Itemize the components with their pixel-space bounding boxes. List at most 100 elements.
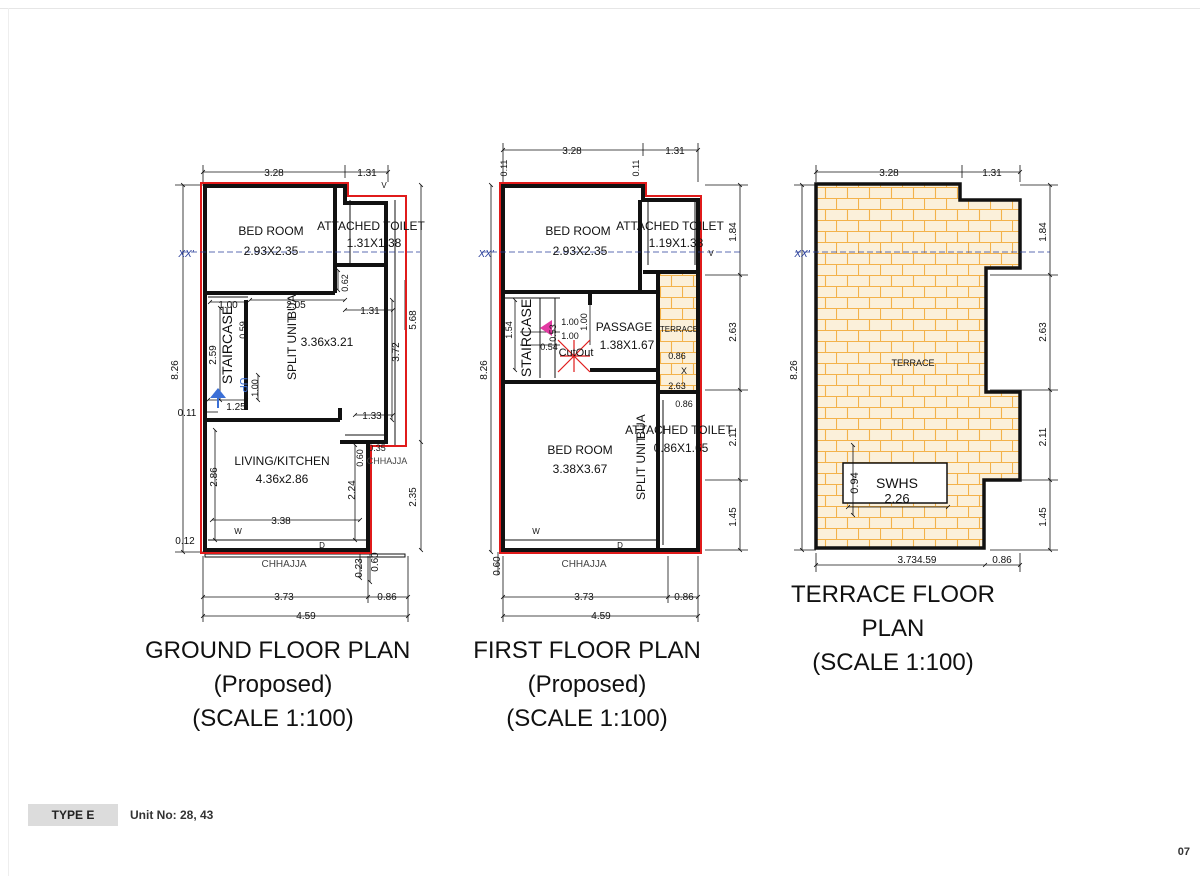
dim-label: 0.53 bbox=[548, 324, 558, 342]
dim-label: 0.86 bbox=[668, 351, 686, 361]
title-line: (Proposed) bbox=[527, 671, 647, 698]
dim-label: 1.31 bbox=[982, 168, 1002, 179]
room-label: ATTACHED TOILET bbox=[317, 219, 425, 233]
unit-number: Unit No: 28, 43 bbox=[130, 808, 214, 822]
room-label: BED ROOM bbox=[545, 224, 610, 238]
room-size: 2.93X2.35 bbox=[244, 244, 299, 258]
room-label: ATTACHED TOILET bbox=[625, 423, 733, 437]
first-floor-plan bbox=[482, 143, 748, 622]
dim-label: 0.62 bbox=[340, 274, 350, 292]
room-label: LIVING/KITCHEN bbox=[234, 454, 329, 468]
ground-labels: 3.28 1.31 8.26 5.68 2.35 3.73 0.86 4.59 … bbox=[170, 168, 426, 622]
dim-label: 1.45 bbox=[728, 507, 739, 527]
room-label: ATTACHED TOILET bbox=[616, 219, 724, 233]
title-line: (SCALE 1:100) bbox=[506, 705, 668, 732]
dim-label: 0.12 bbox=[175, 536, 195, 547]
room-size: 4.36x2.86 bbox=[256, 472, 309, 486]
dim-label: 2.05 bbox=[286, 300, 306, 311]
dim-label: 3.28 bbox=[562, 146, 582, 157]
first-stair-arrow-icon bbox=[540, 320, 552, 336]
room-size: 1.19X1.38 bbox=[649, 236, 704, 250]
terrace-label: TERRACE bbox=[891, 358, 934, 368]
dim-label: 3.28 bbox=[264, 168, 284, 179]
dim-label: 1.00 bbox=[218, 300, 238, 311]
terrace-floor-plan bbox=[794, 165, 1058, 572]
dim-label: 4.59 bbox=[591, 611, 611, 622]
dim-label: 1.31 bbox=[360, 306, 380, 317]
title-line: (SCALE 1:100) bbox=[192, 705, 354, 732]
dim-label: 8.26 bbox=[789, 360, 800, 380]
dim-label: 5.68 bbox=[408, 310, 419, 330]
ground-floor-title: GROUND FLOOR PLAN (Proposed) (SCALE 1:10… bbox=[145, 634, 410, 736]
chhajja-label: CHHAJJA bbox=[561, 559, 606, 570]
door-label: D bbox=[617, 541, 623, 550]
dim-label: 1.33 bbox=[362, 411, 382, 422]
dim-label: 4.59 bbox=[296, 611, 316, 622]
dim-label: 0.11 bbox=[499, 160, 509, 177]
room-label: BED ROOM bbox=[547, 443, 612, 457]
terrace-floor-title: TERRACE FLOOR PLAN (SCALE 1:100) bbox=[790, 578, 996, 680]
dim-label: 0.86 bbox=[674, 592, 694, 603]
dim-label: 0.11 bbox=[631, 160, 641, 177]
dim-label: 1.54 bbox=[504, 321, 514, 339]
dim-label: 1.84 bbox=[728, 222, 739, 242]
vent-label: V bbox=[708, 249, 714, 258]
dim-label: 1.00 bbox=[561, 317, 579, 327]
dim-label: 0.60 bbox=[355, 449, 365, 467]
dim-label: 0.11 bbox=[178, 408, 197, 419]
page-number: 07 bbox=[1177, 846, 1190, 858]
dim-label: 0.59 bbox=[238, 321, 248, 339]
door-label: D bbox=[319, 541, 325, 550]
title-line: (Proposed) bbox=[213, 671, 333, 698]
dim-label: 3.734.59 bbox=[898, 555, 937, 566]
section-label: XX' bbox=[177, 249, 194, 260]
cutout-label: CutOut bbox=[559, 347, 594, 359]
first-dimension-lines bbox=[488, 143, 748, 622]
room-label: SPLIT UNIT bbox=[634, 435, 648, 500]
dim-label: 0.35 bbox=[368, 443, 386, 453]
ground-stair-arrow-icon bbox=[210, 388, 226, 398]
stair-up-label: UP bbox=[237, 377, 249, 392]
dim-label: 1.00 bbox=[250, 379, 260, 397]
dim-label: 0.54 bbox=[540, 342, 558, 352]
title-line: FIRST FLOOR PLAN bbox=[473, 637, 701, 664]
dim-label: 3.28 bbox=[879, 168, 899, 179]
ground-inner-lines bbox=[204, 200, 406, 558]
dim-label: 1.45 bbox=[1038, 507, 1049, 527]
dim-label: 0.86 bbox=[675, 399, 693, 409]
ground-walls bbox=[203, 184, 388, 552]
terrace-outline bbox=[814, 182, 1022, 550]
room-label: BUA bbox=[634, 414, 648, 439]
window-label: W bbox=[532, 527, 540, 536]
swhs-box bbox=[842, 462, 948, 504]
terrace-dimension-lines bbox=[794, 165, 1058, 572]
chhajja-label: CHHAJJA bbox=[367, 456, 408, 466]
first-labels: 3.28 1.31 0.11 0.11 8.26 1.84 2.63 2.11 … bbox=[477, 146, 739, 622]
dim-label: 8.26 bbox=[170, 360, 181, 380]
top-border bbox=[0, 8, 1200, 9]
left-border bbox=[8, 8, 9, 876]
dim-label: 3.73 bbox=[274, 592, 294, 603]
room-size: 3.36x3.21 bbox=[301, 335, 354, 349]
dim-label: 2.59 bbox=[208, 345, 219, 365]
dim-label: 2.24 bbox=[347, 480, 358, 500]
ground-floor-plan bbox=[175, 165, 424, 622]
dim-label: 2.63 bbox=[668, 381, 686, 391]
room-size: 2.93X2.35 bbox=[553, 244, 608, 258]
dim-label: 1.25 bbox=[226, 402, 246, 413]
first-inner-lines bbox=[505, 200, 696, 545]
dim-label: 2.11 bbox=[728, 427, 739, 446]
dim-label: 2.86 bbox=[209, 467, 220, 487]
dim-label: 2.11 bbox=[1038, 427, 1049, 446]
dim-label: 2.26 bbox=[884, 491, 909, 506]
room-size: 1.31X1.38 bbox=[347, 236, 402, 250]
room-label: STAIRCASE bbox=[518, 299, 534, 377]
dim-label: 3.38 bbox=[271, 516, 291, 527]
dim-label: 2.63 bbox=[728, 322, 739, 342]
dim-label: 1.00 bbox=[561, 331, 579, 341]
window-label: W bbox=[234, 527, 242, 536]
dim-label: 1.31 bbox=[665, 146, 685, 157]
first-walls bbox=[501, 184, 700, 552]
cross-mark: X bbox=[681, 366, 687, 376]
section-label: XX' bbox=[793, 249, 810, 260]
